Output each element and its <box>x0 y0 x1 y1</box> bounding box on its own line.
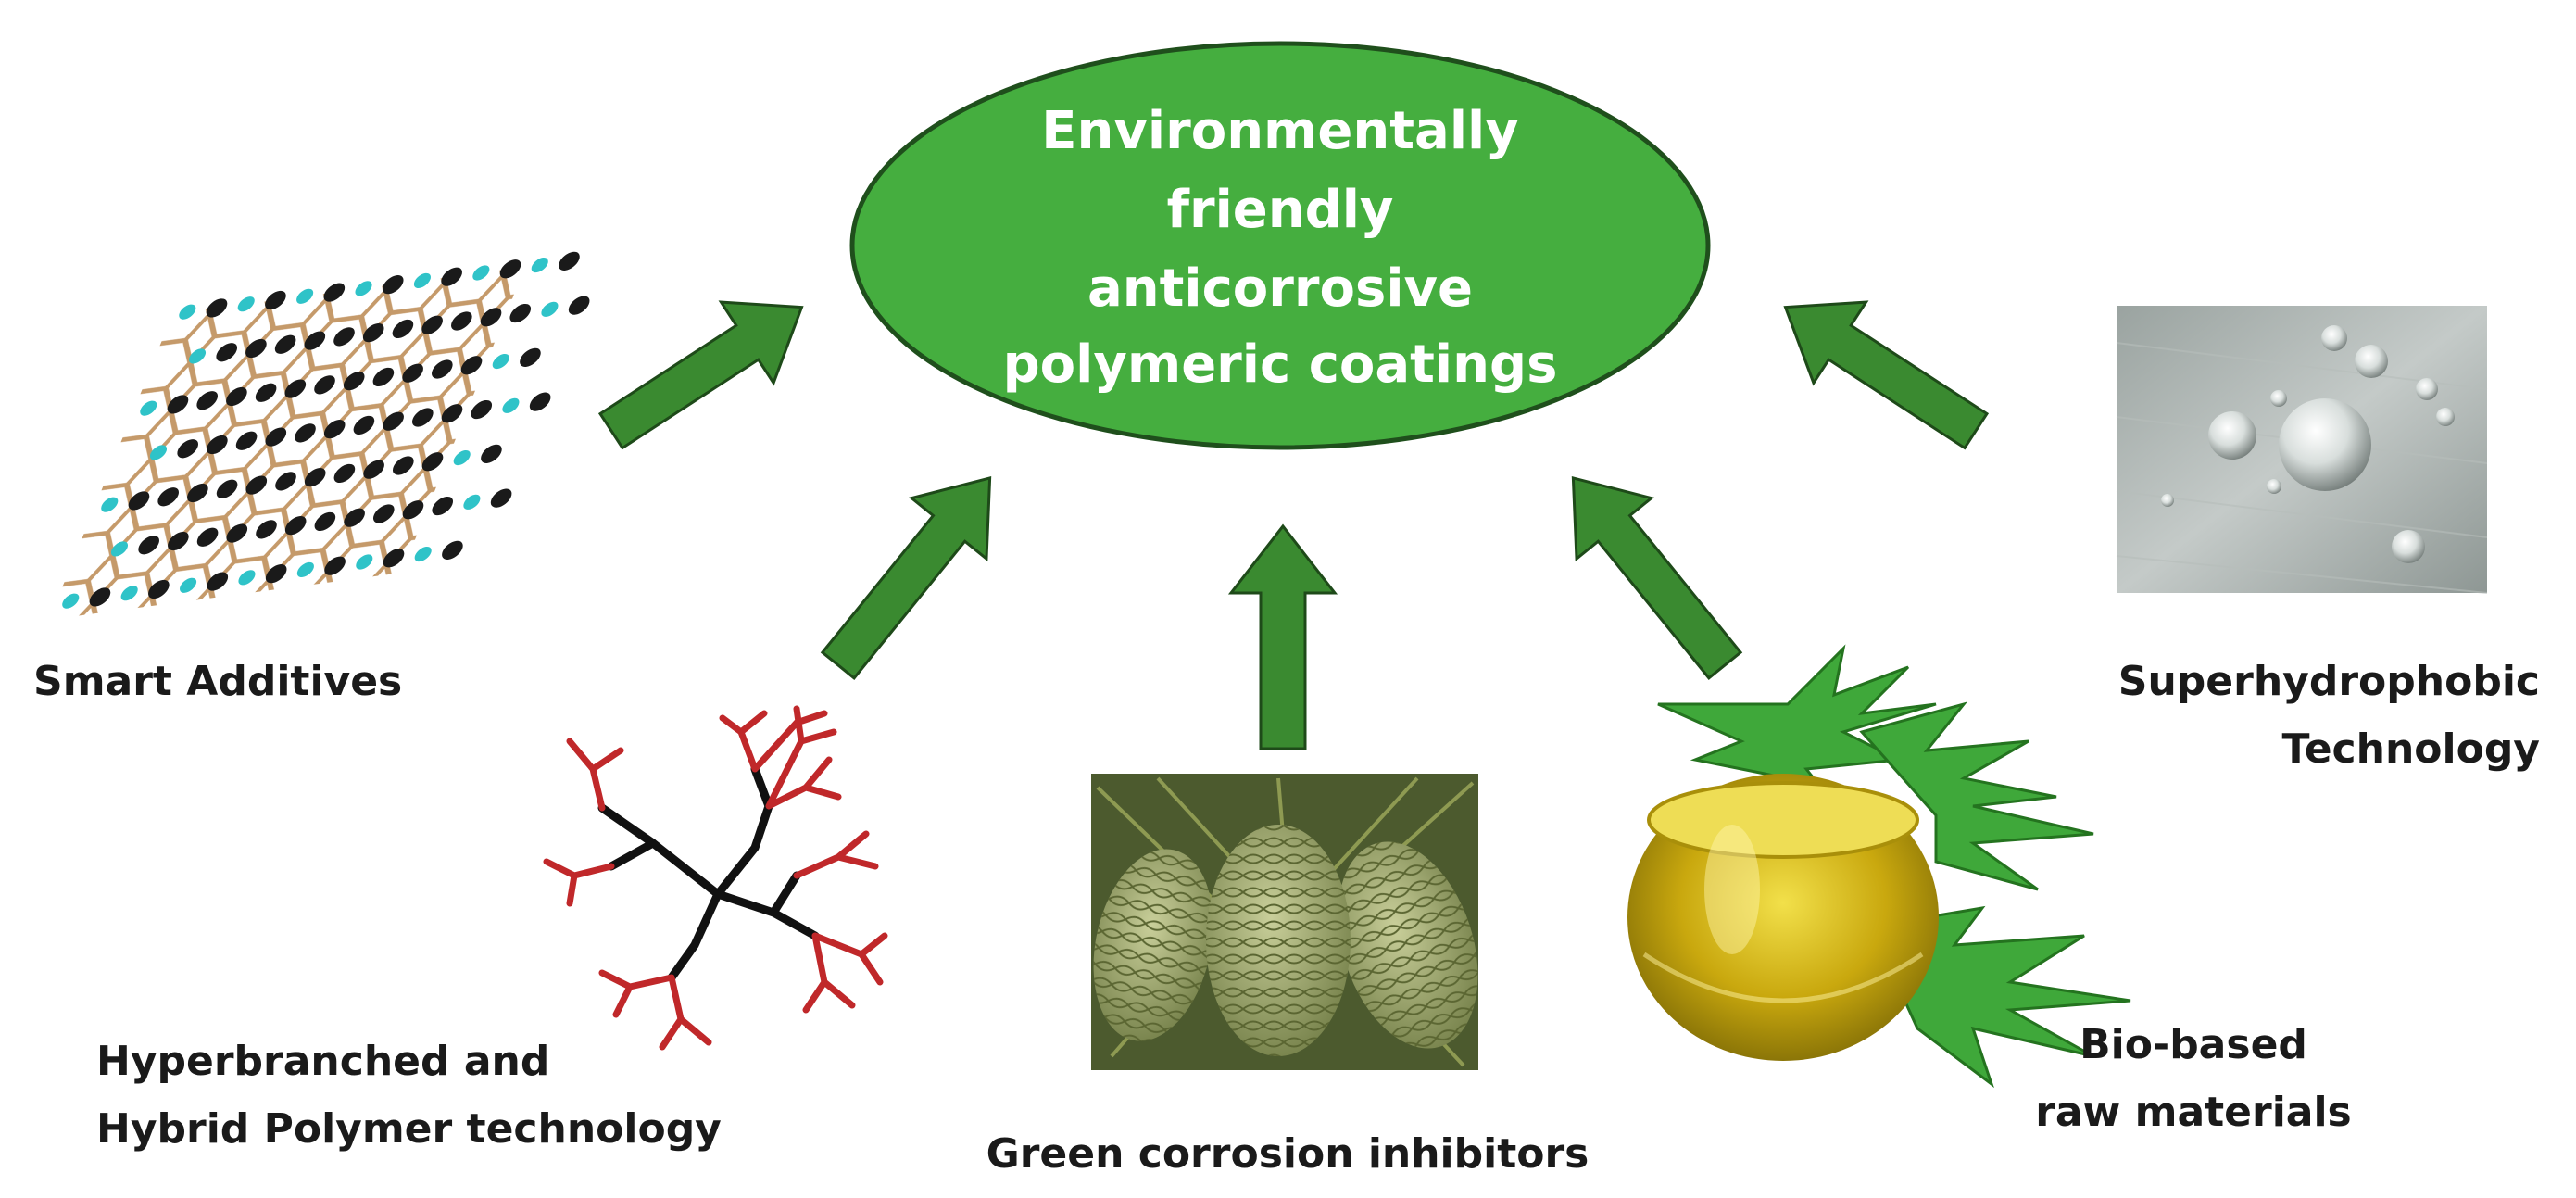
graphene-lattice-icon <box>49 251 590 620</box>
water-droplets-icon <box>2116 306 2488 594</box>
hub-title-line-4: polymeric coatings <box>1003 334 1558 395</box>
caption-superhydrophobic-line-1: Superhydrophobic <box>2118 658 2540 705</box>
caption-bio-based-line-2: raw materials <box>2035 1089 2352 1136</box>
caption-green-inhibitors: Green corrosion inhibitors <box>986 1130 1590 1178</box>
pine-cone-right <box>1338 841 1478 1049</box>
caption-bio-based-line-1: Bio-based <box>2080 1021 2307 1068</box>
arrow-smart-additives <box>597 300 804 450</box>
pine-cone-icon <box>1091 774 1478 1070</box>
hyperbranched-polymer-icon <box>543 705 888 1051</box>
hub-title-line-1: Environmentally <box>1041 101 1518 161</box>
pine-cone-center <box>1206 825 1351 1056</box>
hub-title-line-2: friendly <box>1167 180 1394 240</box>
arrow-hyperbranched <box>820 475 992 680</box>
caption-hyperbranched-line-1: Hyperbranched and <box>96 1038 549 1085</box>
arrow-bio-based <box>1571 475 1743 680</box>
caption-hyperbranched-line-2: Hybrid Polymer technology <box>96 1105 722 1153</box>
hub-ellipse <box>849 41 1711 450</box>
arrow-green-inhibitors <box>1227 523 1338 750</box>
oil-bowl <box>1627 774 1939 1061</box>
pine-cone-left <box>1093 849 1213 1041</box>
arrow-superhydrophobic <box>1783 300 1990 450</box>
hub-title-line-3: anticorrosive <box>1087 259 1473 319</box>
caption-smart-additives: Smart Additives <box>33 658 402 705</box>
oil-bowl-leaves-icon <box>1627 644 2131 1089</box>
central-hub: Environmentally friendly anticorrosive p… <box>849 41 1711 450</box>
caption-superhydrophobic-line-2: Technology <box>2282 725 2540 773</box>
